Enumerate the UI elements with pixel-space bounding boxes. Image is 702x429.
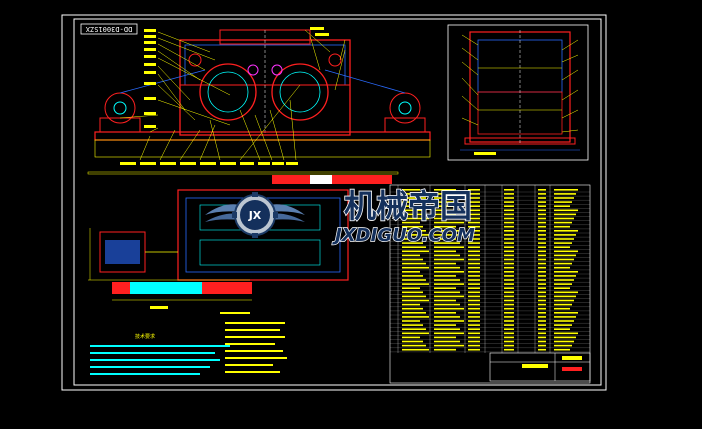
title-block (489, 352, 591, 382)
drawing-code-box: DD-D3001SZX (80, 23, 138, 35)
inner-frame (73, 18, 602, 386)
drawing-code: DD-D3001SZX (85, 25, 132, 33)
watermark-url: JXDIGUO.COM (332, 225, 475, 246)
notes-heading: 技术要求 (135, 333, 155, 340)
technical-notes: 技术要求 (90, 312, 287, 375)
emblem-letters: JX (248, 209, 262, 222)
plan-view (87, 171, 399, 309)
parts-list-table (389, 184, 591, 384)
main-elevation-view (94, 27, 431, 165)
gear-wings-emblem: JX (205, 192, 305, 238)
side-view (447, 24, 589, 161)
watermark-title: 机械帝国 (344, 187, 472, 225)
watermark: JX 机械帝国 JXDIGUO.COM (205, 186, 476, 247)
outer-frame (61, 14, 607, 391)
